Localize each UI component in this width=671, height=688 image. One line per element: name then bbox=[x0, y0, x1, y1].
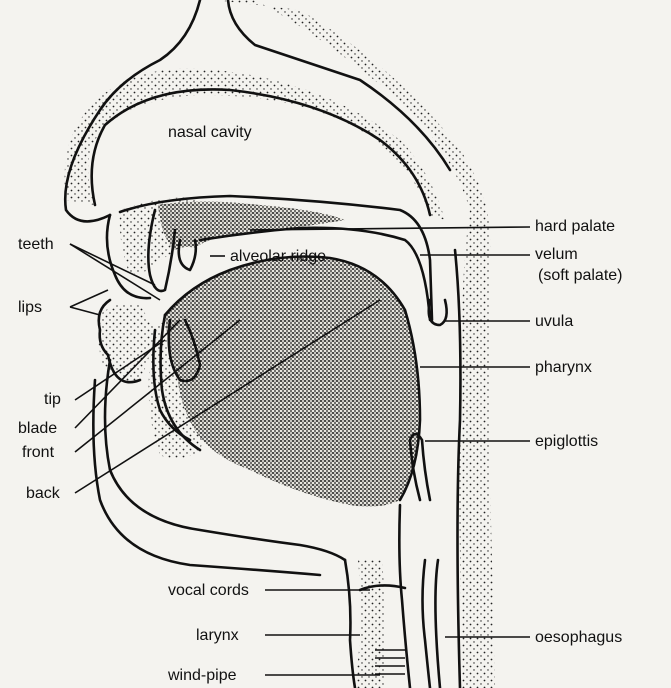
label-uvula: uvula bbox=[535, 313, 573, 330]
palate-dense bbox=[158, 202, 345, 251]
label-hard-palate: hard palate bbox=[535, 218, 615, 235]
label-teeth: teeth bbox=[18, 236, 54, 253]
label-larynx: larynx bbox=[196, 627, 239, 644]
label-epiglottis: epiglottis bbox=[535, 433, 598, 450]
label-pharynx: pharynx bbox=[535, 359, 592, 376]
label-velum: velum bbox=[535, 246, 578, 263]
label-oesophagus: oesophagus bbox=[535, 629, 622, 646]
label-back: back bbox=[26, 485, 61, 502]
label-lips: lips bbox=[18, 299, 42, 316]
label-vocal-cords: vocal cords bbox=[168, 582, 249, 599]
label-wind-pipe: wind-pipe bbox=[167, 667, 237, 684]
label-blade: blade bbox=[18, 420, 57, 437]
label-front: front bbox=[22, 444, 55, 461]
label-alveolar-ridge: alveolar ridge bbox=[230, 248, 326, 265]
label-nasal-cavity: nasal cavity bbox=[168, 124, 252, 141]
label-soft-palate: (soft palate) bbox=[538, 267, 622, 284]
label-tip: tip bbox=[44, 391, 61, 408]
tongue bbox=[165, 257, 420, 507]
